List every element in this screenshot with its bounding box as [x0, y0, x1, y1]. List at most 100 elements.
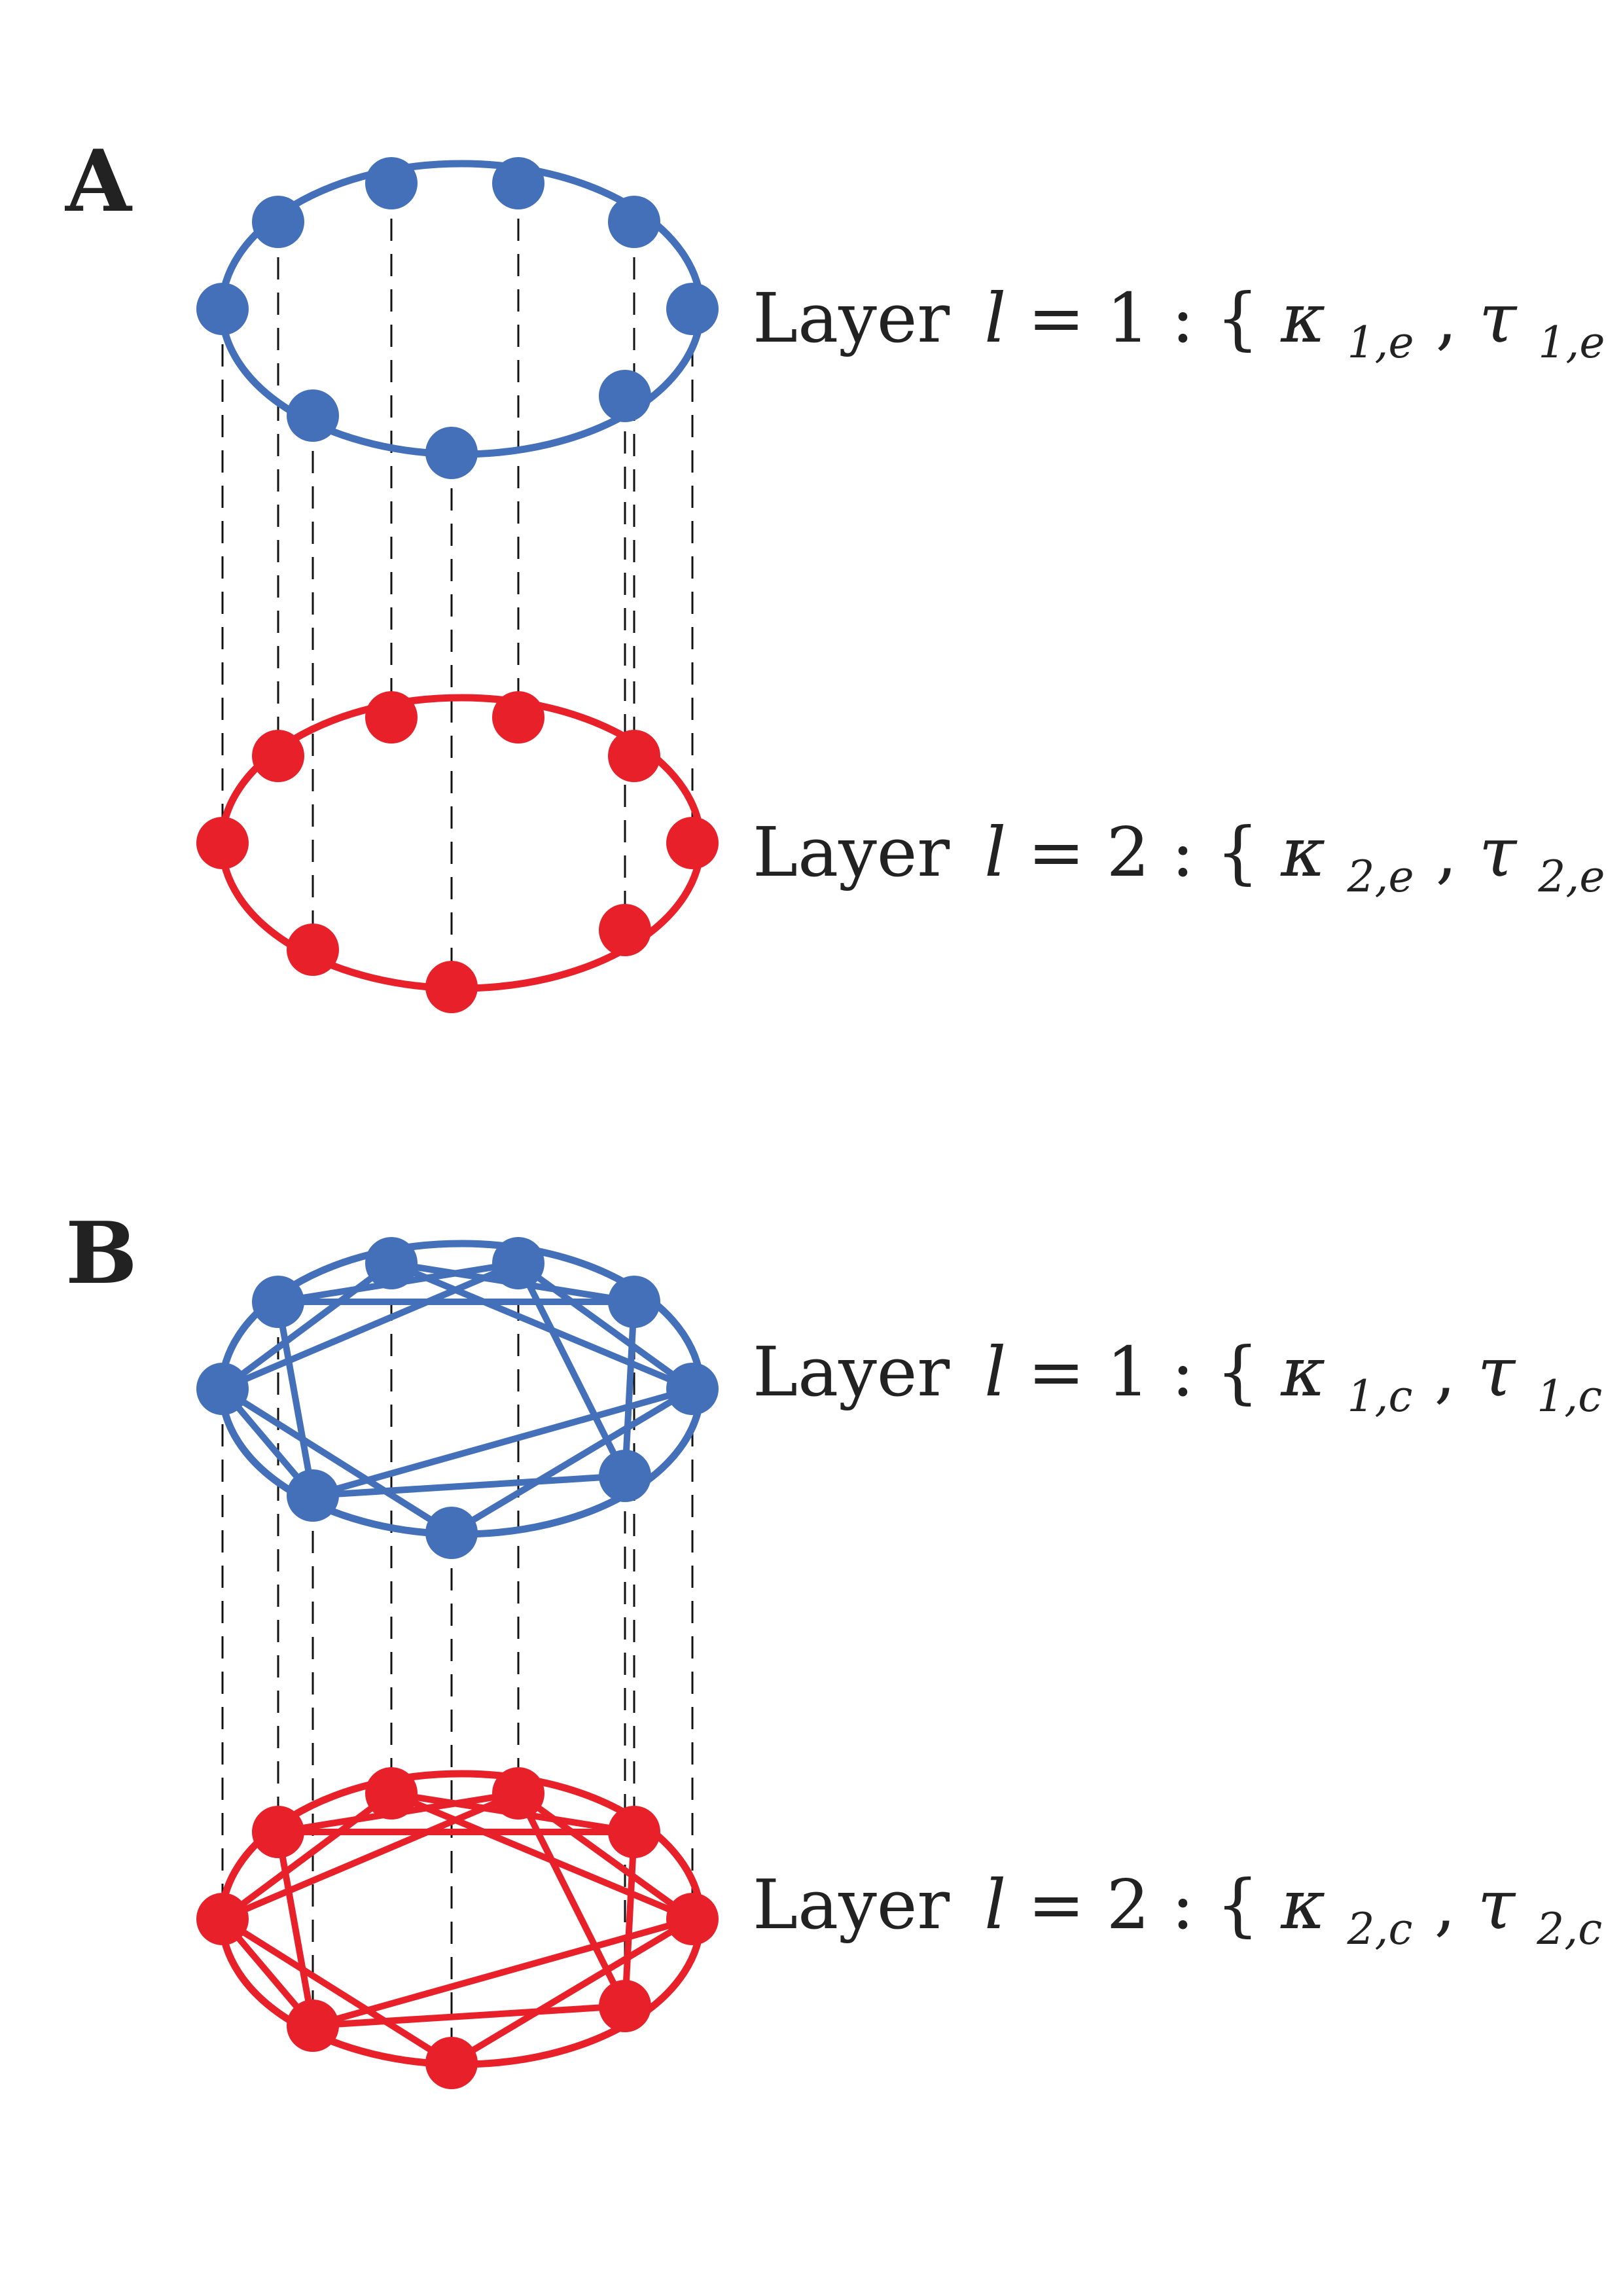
tau-symbol: τ	[1478, 1865, 1516, 1945]
chord-edge	[312, 2003, 626, 2029]
network-node	[608, 1276, 660, 1328]
network-node	[252, 730, 304, 782]
panel-label-a: A	[64, 131, 133, 231]
network-node	[252, 1276, 304, 1328]
network-node	[492, 157, 544, 209]
layer-var: l	[984, 1332, 1006, 1412]
network-node	[252, 1806, 304, 1858]
layer-eq: = 1 : {	[1027, 1332, 1259, 1412]
chord-edge	[450, 1386, 694, 1536]
network-node	[196, 817, 249, 869]
network-node	[425, 961, 478, 1013]
layer-ring-3	[196, 1237, 719, 1559]
tau-subscript: 1,c	[1537, 1371, 1602, 1422]
chord-edge	[221, 1790, 520, 1922]
layer-var: l	[984, 1865, 1006, 1945]
network-node	[425, 1507, 478, 1559]
kappa-symbol: κ	[1280, 1865, 1325, 1945]
panel-label-b: B	[65, 1203, 137, 1303]
chord-edge	[450, 1916, 694, 2066]
network-node	[599, 904, 651, 956]
network-node	[599, 370, 651, 422]
layer-label-a1: Layer l = 1 : { κ 1,e , τ 1,e }	[753, 278, 1623, 374]
layer-ring-2	[196, 691, 719, 1013]
network-node	[287, 1469, 339, 1522]
chord-edge	[312, 1386, 694, 1499]
tau-symbol: τ	[1479, 812, 1518, 892]
network-node	[492, 1767, 544, 1820]
network-node	[365, 1767, 418, 1820]
network-node	[666, 1363, 719, 1415]
network-node	[666, 817, 719, 869]
tau-symbol: τ	[1478, 1332, 1516, 1412]
network-node	[365, 691, 418, 744]
kappa-subscript: 2,c	[1347, 1904, 1413, 1954]
network-node	[599, 1980, 651, 2032]
chord-edge	[312, 1473, 626, 1499]
network-node	[492, 691, 544, 744]
layer-var: l	[984, 812, 1006, 892]
chord-edge	[622, 1301, 637, 1477]
network-node	[287, 389, 339, 442]
network-node	[666, 1893, 719, 1945]
network-node	[196, 1893, 249, 1945]
kappa-subscript: 1,c	[1347, 1371, 1413, 1422]
network-node	[196, 283, 249, 335]
layer-label-b2: Layer l = 2 : { κ 2,c , τ 2,c }	[753, 1865, 1623, 1960]
separator: ,	[1436, 278, 1479, 358]
kappa-symbol: κ	[1280, 1332, 1325, 1412]
chord-edge	[516, 1790, 694, 1922]
chord-edge	[221, 1916, 454, 2066]
chord-edge	[221, 1386, 454, 1536]
network-node	[492, 1237, 544, 1289]
chord-edge	[390, 1790, 694, 1922]
chord-edge	[390, 1260, 694, 1392]
layer-word: Layer	[753, 812, 950, 892]
network-node	[608, 730, 660, 782]
layer-ring-4	[196, 1767, 719, 2089]
tau-subscript: 2,c	[1536, 1904, 1602, 1954]
chord-edge	[516, 1260, 694, 1392]
layer-ring-1	[196, 157, 719, 479]
tau-subscript: 1,e	[1538, 317, 1605, 368]
layer-eq: = 2 : {	[1027, 812, 1259, 892]
network-node	[287, 2000, 339, 2052]
layer-label-a2: Layer l = 2 : { κ 2,e , τ 2,e }	[753, 812, 1623, 908]
layer-eq: = 1 : {	[1027, 278, 1259, 358]
layer-label-b1: Layer l = 1 : { κ 1,c , τ 1,c }	[753, 1332, 1623, 1427]
separator: ,	[1435, 1865, 1478, 1945]
network-node	[599, 1450, 651, 1502]
network-node	[196, 1363, 249, 1415]
network-node	[365, 157, 418, 209]
network-node	[425, 2037, 478, 2089]
separator: ,	[1435, 1332, 1478, 1412]
layer-word: Layer	[753, 1332, 950, 1412]
chord-edge	[275, 1301, 316, 1496]
network-node	[666, 283, 719, 335]
chord-edge	[221, 1260, 393, 1392]
chord-edge	[221, 1260, 520, 1392]
network-node	[608, 196, 660, 248]
kappa-subscript: 1,e	[1347, 317, 1414, 368]
layer-eq: = 2 : {	[1027, 1865, 1259, 1945]
tau-symbol: τ	[1479, 278, 1518, 358]
network-node	[608, 1806, 660, 1858]
network-node	[252, 196, 304, 248]
chord-edge	[275, 1831, 316, 2026]
layer-var: l	[984, 278, 1006, 358]
chord-edge	[312, 1916, 694, 2029]
kappa-symbol: κ	[1280, 812, 1325, 892]
kappa-symbol: κ	[1280, 278, 1325, 358]
chord-edge	[622, 1831, 637, 2007]
tau-subscript: 2,e	[1537, 852, 1605, 902]
network-node	[425, 427, 478, 479]
separator: ,	[1436, 812, 1479, 892]
kappa-subscript: 2,e	[1347, 852, 1414, 902]
layer-word: Layer	[753, 1865, 950, 1945]
chord-edge	[221, 1790, 393, 1922]
network-node	[365, 1237, 418, 1289]
layer-word: Layer	[753, 278, 950, 358]
network-node	[287, 924, 339, 976]
